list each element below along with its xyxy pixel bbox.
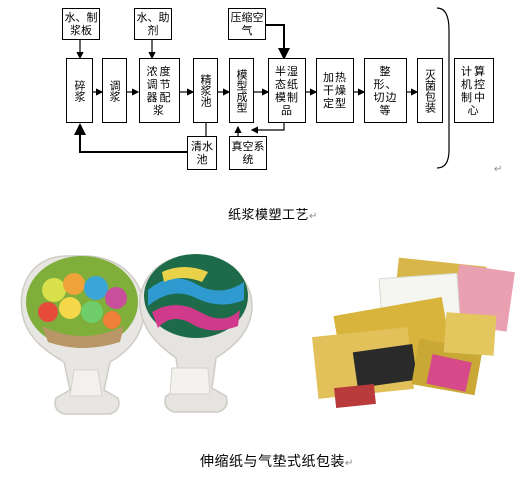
step-mold-forming: 模型成型 — [229, 58, 254, 123]
caption-pulp-molding-text: 纸浆模塑工艺 — [228, 208, 310, 223]
paragraph-mark: ↵ — [494, 164, 503, 175]
input-water-aid-label: 水、助剂 — [136, 11, 170, 37]
input-water-paperboard-label: 水、制浆板 — [64, 11, 98, 37]
padded-envelope-image — [295, 250, 525, 422]
step-heat-dry-label: 加热干燥定型 — [323, 71, 347, 110]
step-heat-dry: 加热干燥定型 — [316, 58, 354, 123]
step-sterilize: 灭菌包装 — [417, 58, 443, 123]
step-trim: 整形、切边等 — [364, 58, 407, 123]
step-fine-pulp-label: 精浆池 — [199, 74, 212, 107]
step-mixing: 调浆 — [102, 58, 127, 123]
step-mixing-label: 调浆 — [108, 79, 121, 102]
step-semi-wet-label: 半湿态纸模制品 — [275, 64, 299, 117]
step-pulping: 碎浆 — [66, 58, 93, 123]
step-concentration: 浓度调节器配浆 — [139, 58, 180, 123]
vacuum-system-label: 真空系统 — [231, 140, 265, 166]
step-trim-label: 整形、切边等 — [373, 64, 398, 117]
computer-control-center-label: 计算机控制中心 — [461, 64, 487, 117]
caption-packaging-text: 伸缩纸与气垫式纸包装 — [200, 454, 345, 470]
clear-water-tank-label: 清水池 — [191, 140, 213, 166]
input-water-aid: 水、助剂 — [134, 8, 172, 40]
step-fine-pulp: 精浆池 — [193, 58, 218, 123]
paragraph-mark: ↵ — [345, 458, 354, 469]
input-compressed-air-label: 压缩空气 — [230, 11, 264, 37]
step-semi-wet: 半湿态纸模制品 — [268, 58, 306, 123]
input-water-paperboard: 水、制浆板 — [62, 8, 100, 40]
step-concentration-label: 浓度调节器配浆 — [146, 64, 173, 117]
computer-control-center: 计算机控制中心 — [454, 58, 494, 123]
caption-pulp-molding: 纸浆模塑工艺↵ — [228, 204, 318, 223]
input-compressed-air: 压缩空气 — [228, 8, 266, 40]
paragraph-mark: ↵ — [309, 211, 318, 222]
step-mold-forming-label: 模型成型 — [235, 68, 248, 113]
vacuum-system: 真空系统 — [229, 136, 267, 170]
balloon-tray-image — [20, 254, 253, 415]
clear-water-tank: 清水池 — [187, 136, 217, 170]
caption-packaging: 伸缩纸与气垫式纸包装↵ — [200, 451, 354, 471]
step-sterilize-label: 灭菌包装 — [423, 68, 437, 113]
step-pulping-label: 碎浆 — [73, 79, 86, 102]
